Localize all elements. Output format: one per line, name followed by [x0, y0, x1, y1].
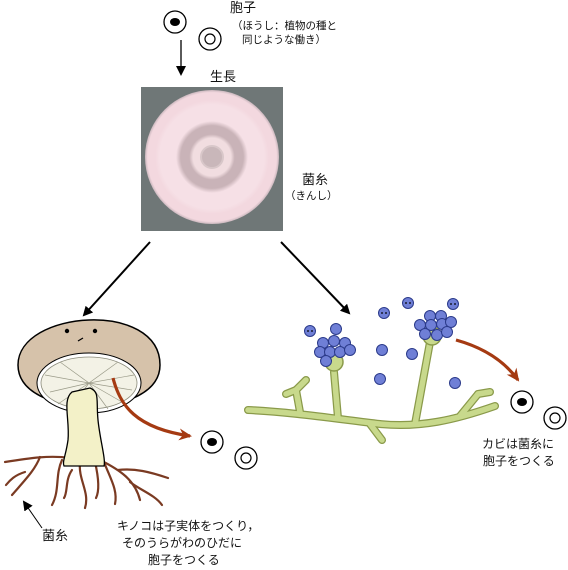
mold-caption-line-1: カビは菌糸に [482, 437, 555, 451]
spore-label: 胞子 [230, 1, 257, 16]
mushroom-caption-line-2: そのうらがわのひだに [122, 536, 243, 550]
hyphae-label: 菌糸 [302, 173, 329, 188]
spore-dots [307, 302, 456, 332]
spore-note-line-1: （ほうし：植物の種と [232, 20, 337, 32]
mycelium-colony-photo [141, 87, 283, 231]
spore-note-line-2: 同じような働き） [242, 34, 326, 46]
mushroom-caption-line-1: キノコは子実体をつくり， [117, 519, 260, 533]
arrow-mold-to-spore [455, 338, 520, 382]
mushroom-hyphae-label: 菌糸 [42, 529, 69, 544]
mold-spore-cluster-right [402, 297, 461, 389]
arrow-to-mushroom [82, 241, 151, 317]
arrow-to-mold [280, 241, 351, 315]
arrow-to-hyphae-label [22, 500, 43, 529]
top-spore-light [198, 27, 222, 51]
mold-caption-line-2: 胞子をつくる [483, 454, 555, 468]
mushroom-spore-light [234, 446, 258, 470]
mushroom-caption-line-3: 胞子をつくる [148, 553, 220, 567]
mold-spore-light [543, 406, 567, 430]
mushroom-cap [17, 319, 161, 414]
mushroom-spore-dark [200, 430, 224, 454]
mold-hyphae-fill [245, 339, 498, 443]
arrow-gills-to-spore [111, 377, 192, 441]
mold-spore-dark [510, 390, 534, 414]
growth-label: 生長 [210, 70, 237, 85]
mushroom-stem [62, 387, 106, 467]
hyphae-reading-label: （きんし） [285, 190, 338, 202]
top-spore-dark [163, 10, 187, 34]
mold-spore-cluster-left [304, 307, 390, 385]
